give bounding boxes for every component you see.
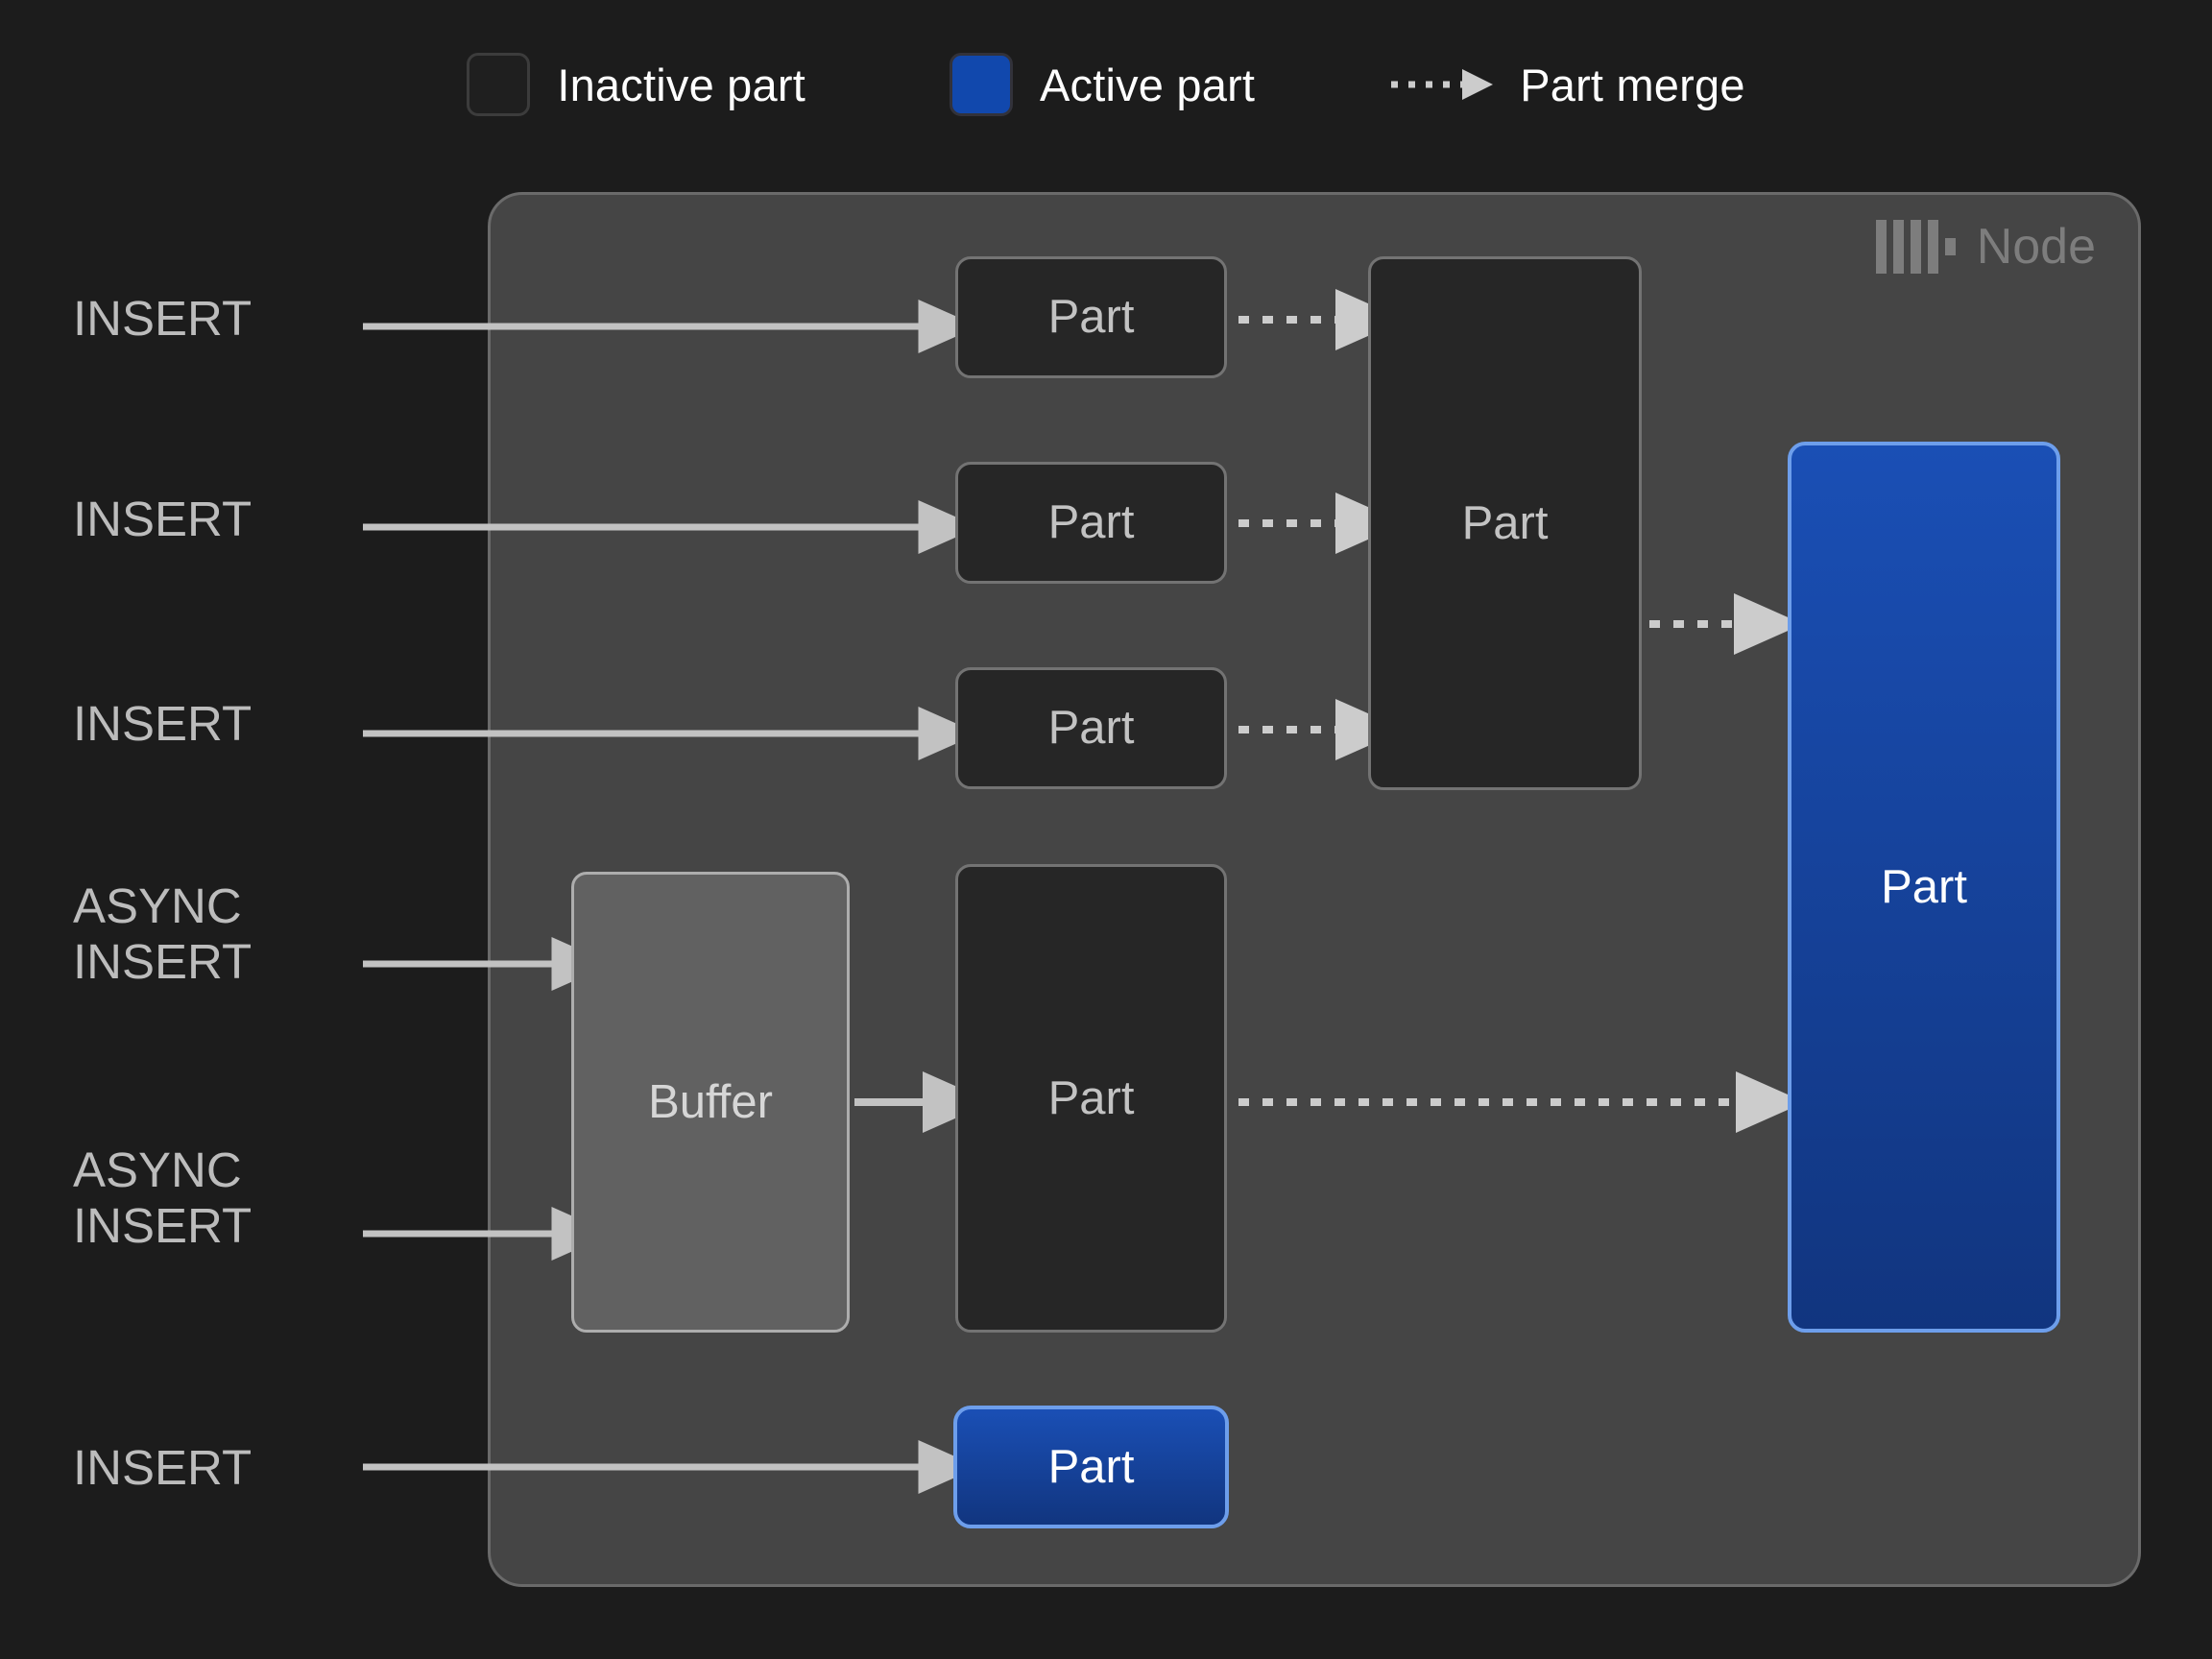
active-part-swatch-icon bbox=[949, 53, 1013, 116]
buffer-box[interactable]: Buffer bbox=[571, 872, 850, 1333]
legend: Inactive part Active part Part merge bbox=[0, 46, 2212, 123]
inactive-part-swatch-icon bbox=[467, 53, 531, 116]
part-box-top-1[interactable]: Part bbox=[955, 256, 1227, 378]
part-box-label: Part bbox=[1047, 496, 1135, 548]
part-box-label: Part bbox=[1881, 860, 1967, 913]
part-box-active-merged[interactable]: Part bbox=[1788, 442, 2060, 1333]
legend-item-inactive-part: Inactive part bbox=[467, 53, 805, 116]
operation-label-async-insert-2: ASYNC INSERT bbox=[73, 1142, 252, 1253]
operation-label-insert-1: INSERT bbox=[73, 291, 252, 346]
operation-label-async-insert-1: ASYNC INSERT bbox=[73, 878, 252, 989]
node-title-label: Node bbox=[1976, 219, 2096, 275]
part-box-active-new[interactable]: Part bbox=[953, 1406, 1229, 1528]
dashed-arrow-icon bbox=[1391, 69, 1494, 100]
operation-label-insert-3: INSERT bbox=[73, 696, 252, 751]
part-box-top-2[interactable]: Part bbox=[955, 462, 1227, 584]
node-title: Node bbox=[1875, 219, 2096, 275]
clickhouse-logo-icon bbox=[1875, 220, 1956, 274]
legend-item-active-part: Active part bbox=[949, 53, 1256, 116]
part-box-buffered[interactable]: Part bbox=[955, 864, 1227, 1333]
part-box-label: Part bbox=[1047, 702, 1135, 754]
operation-label-insert-2: INSERT bbox=[73, 492, 252, 546]
part-box-merged-level1[interactable]: Part bbox=[1368, 256, 1642, 790]
operation-label-insert-4: INSERT bbox=[73, 1440, 252, 1495]
part-box-label: Part bbox=[1047, 1440, 1135, 1493]
part-box-label: Part bbox=[1047, 1071, 1135, 1124]
legend-label-active-part: Active part bbox=[1039, 59, 1256, 110]
legend-item-part-merge: Part merge bbox=[1389, 62, 1744, 108]
legend-label-part-merge: Part merge bbox=[1520, 59, 1745, 110]
legend-label-inactive-part: Inactive part bbox=[557, 59, 805, 110]
part-box-top-3[interactable]: Part bbox=[955, 667, 1227, 789]
part-box-label: Part bbox=[1461, 496, 1549, 549]
part-box-label: Part bbox=[1047, 291, 1135, 343]
buffer-box-label: Buffer bbox=[648, 1075, 773, 1128]
